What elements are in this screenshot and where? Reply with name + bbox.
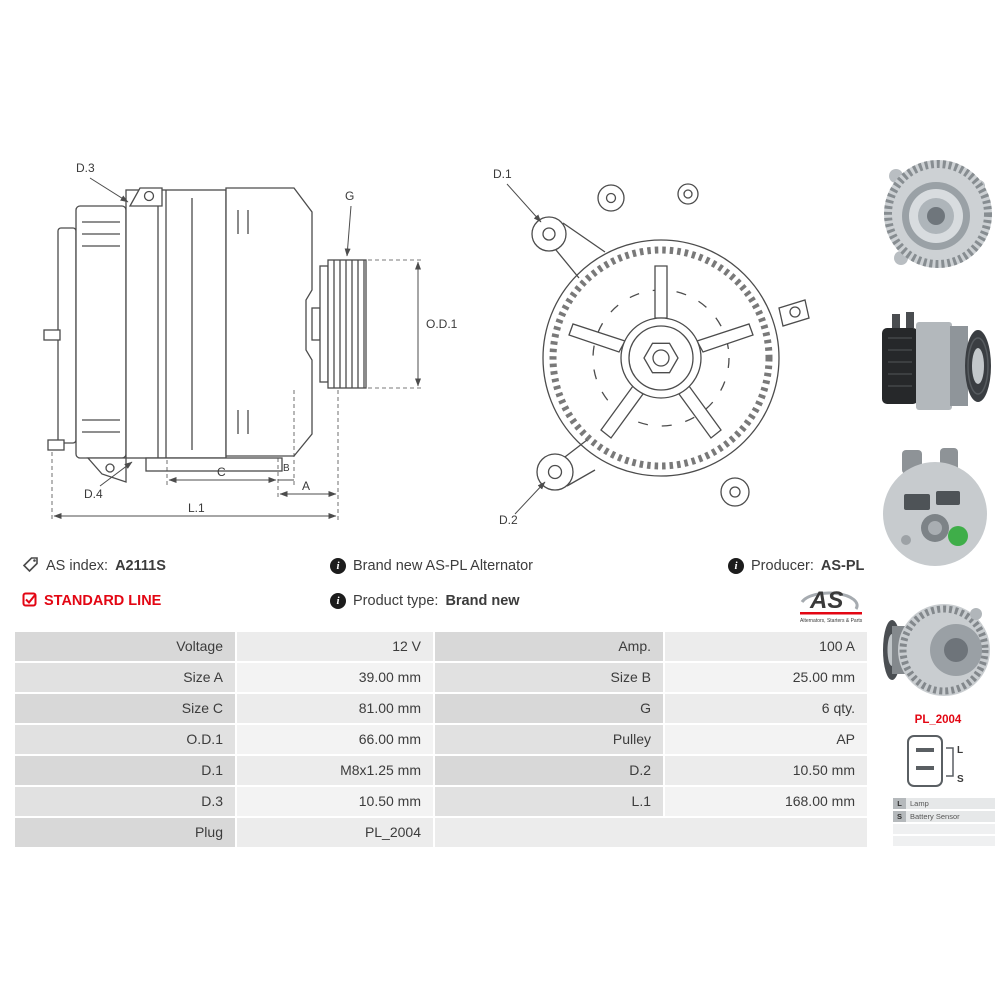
spec-value: 10.50 mm: [237, 787, 433, 816]
dim-label-od1: O.D.1: [426, 317, 458, 331]
spec-label: Size B: [435, 663, 663, 692]
producer-value: AS-PL: [820, 558, 865, 574]
as-index-label: AS index:: [46, 558, 109, 574]
spec-label: Plug: [15, 818, 235, 847]
spec-label: Voltage: [15, 632, 235, 661]
dim-label-b: B: [283, 463, 290, 474]
logo-tagline: Alternators, Starters & Parts: [800, 618, 863, 624]
dim-label-d4: D.4: [84, 487, 103, 501]
spec-value: 66.00 mm: [237, 725, 433, 754]
dim-label-d2: D.2: [499, 513, 518, 527]
front-view-svg: D.1 D.2: [493, 167, 810, 527]
spec-label: Size A: [15, 663, 235, 692]
plug-connector-icon: L S: [902, 732, 968, 795]
product-photo-front-angle: [876, 146, 1000, 282]
product-type-row: i Product type: Brand new: [330, 591, 520, 611]
spec-label: D.2: [435, 756, 663, 785]
table-row: Voltage 12 V Amp. 100 A: [15, 632, 867, 661]
legend-key: L: [893, 798, 906, 809]
product-type-label: Product type:: [353, 593, 439, 609]
legend-row-battery-sensor: S Battery Sensor: [893, 811, 995, 822]
product-photo-rear: [876, 436, 1000, 576]
product-type-value: Brand new: [445, 593, 520, 609]
legend-desc: Battery Sensor: [906, 811, 995, 822]
spec-value: AP: [665, 725, 867, 754]
spec-label: Amp.: [435, 632, 663, 661]
spec-value: 6 qty.: [665, 694, 867, 723]
spec-label: G: [435, 694, 663, 723]
as-index-value: A2111S: [115, 558, 166, 574]
info-icon: i: [330, 558, 346, 574]
spec-value: 25.00 mm: [665, 663, 867, 692]
info-icon: i: [728, 558, 744, 574]
dim-label-d3: D.3: [76, 161, 95, 175]
dim-label-c: C: [217, 465, 226, 479]
spec-label: D.1: [15, 756, 235, 785]
standard-line-row: STANDARD LINE: [22, 591, 161, 611]
product-photo-pulley-angle: [876, 592, 1000, 712]
spec-value: 168.00 mm: [665, 787, 867, 816]
legend-desc: Lamp: [906, 798, 995, 809]
producer-label: Producer:: [751, 558, 814, 574]
spec-value: 10.50 mm: [665, 756, 867, 785]
plug-pin-l: L: [957, 745, 963, 756]
drawing-side-view: D.3 D.4 G O.D.1 C B A L.1: [42, 150, 467, 530]
info-icon: i: [330, 593, 346, 609]
table-row: Size A 39.00 mm Size B 25.00 mm: [15, 663, 867, 692]
producer-row: i Producer: AS-PL: [728, 556, 864, 576]
spec-label: D.3: [15, 787, 235, 816]
dim-label-l1: L.1: [188, 501, 205, 515]
table-row: Size C 81.00 mm G 6 qty.: [15, 694, 867, 723]
checkbox-checked-icon: [22, 592, 37, 611]
table-row: Plug PL_2004: [15, 818, 867, 847]
spec-label: Size C: [15, 694, 235, 723]
dim-label-a: A: [302, 479, 310, 493]
tag-icon: [22, 556, 39, 577]
product-photo-side: [876, 298, 1000, 430]
spec-value: 12 V: [237, 632, 433, 661]
logo-text: AS: [809, 587, 843, 614]
as-pl-logo: AS Alternators, Starters & Parts: [790, 582, 872, 629]
spec-label: Pulley: [435, 725, 663, 754]
drawing-front-view: D.1 D.2: [483, 148, 828, 548]
standard-line-label: STANDARD LINE: [44, 593, 162, 609]
legend-spacer-bar: [893, 836, 995, 846]
brand-new-row: i Brand new AS-PL Alternator: [330, 556, 533, 576]
table-row: O.D.1 66.00 mm Pulley AP: [15, 725, 867, 754]
legend-spacer-bar: [893, 824, 995, 834]
as-index-row: AS index: A2111S: [22, 556, 166, 576]
table-row: D.1 M8x1.25 mm D.2 10.50 mm: [15, 756, 867, 785]
spec-value: PL_2004: [237, 818, 433, 847]
spec-value: 39.00 mm: [237, 663, 433, 692]
spec-label: O.D.1: [15, 725, 235, 754]
side-view-svg: D.3 D.4 G O.D.1 C B A L.1: [43, 161, 458, 522]
dim-label-d1: D.1: [493, 167, 512, 181]
plug-code: PL_2004: [914, 714, 962, 726]
spec-value: M8x1.25 mm: [237, 756, 433, 785]
spec-empty-cell: [435, 818, 867, 847]
dim-label-g: G: [345, 189, 354, 203]
spec-table: Voltage 12 V Amp. 100 A Size A 39.00 mm …: [15, 632, 867, 849]
table-row: D.3 10.50 mm L.1 168.00 mm: [15, 787, 867, 816]
brand-new-text: Brand new AS-PL Alternator: [353, 558, 534, 574]
spec-label: L.1: [435, 787, 663, 816]
plug-pin-s: S: [957, 774, 964, 785]
legend-key: S: [893, 811, 906, 822]
spec-value: 81.00 mm: [237, 694, 433, 723]
spec-value: 100 A: [665, 632, 867, 661]
legend-row-lamp: L Lamp: [893, 798, 995, 809]
plug-legend: L Lamp S Battery Sensor: [893, 798, 995, 848]
